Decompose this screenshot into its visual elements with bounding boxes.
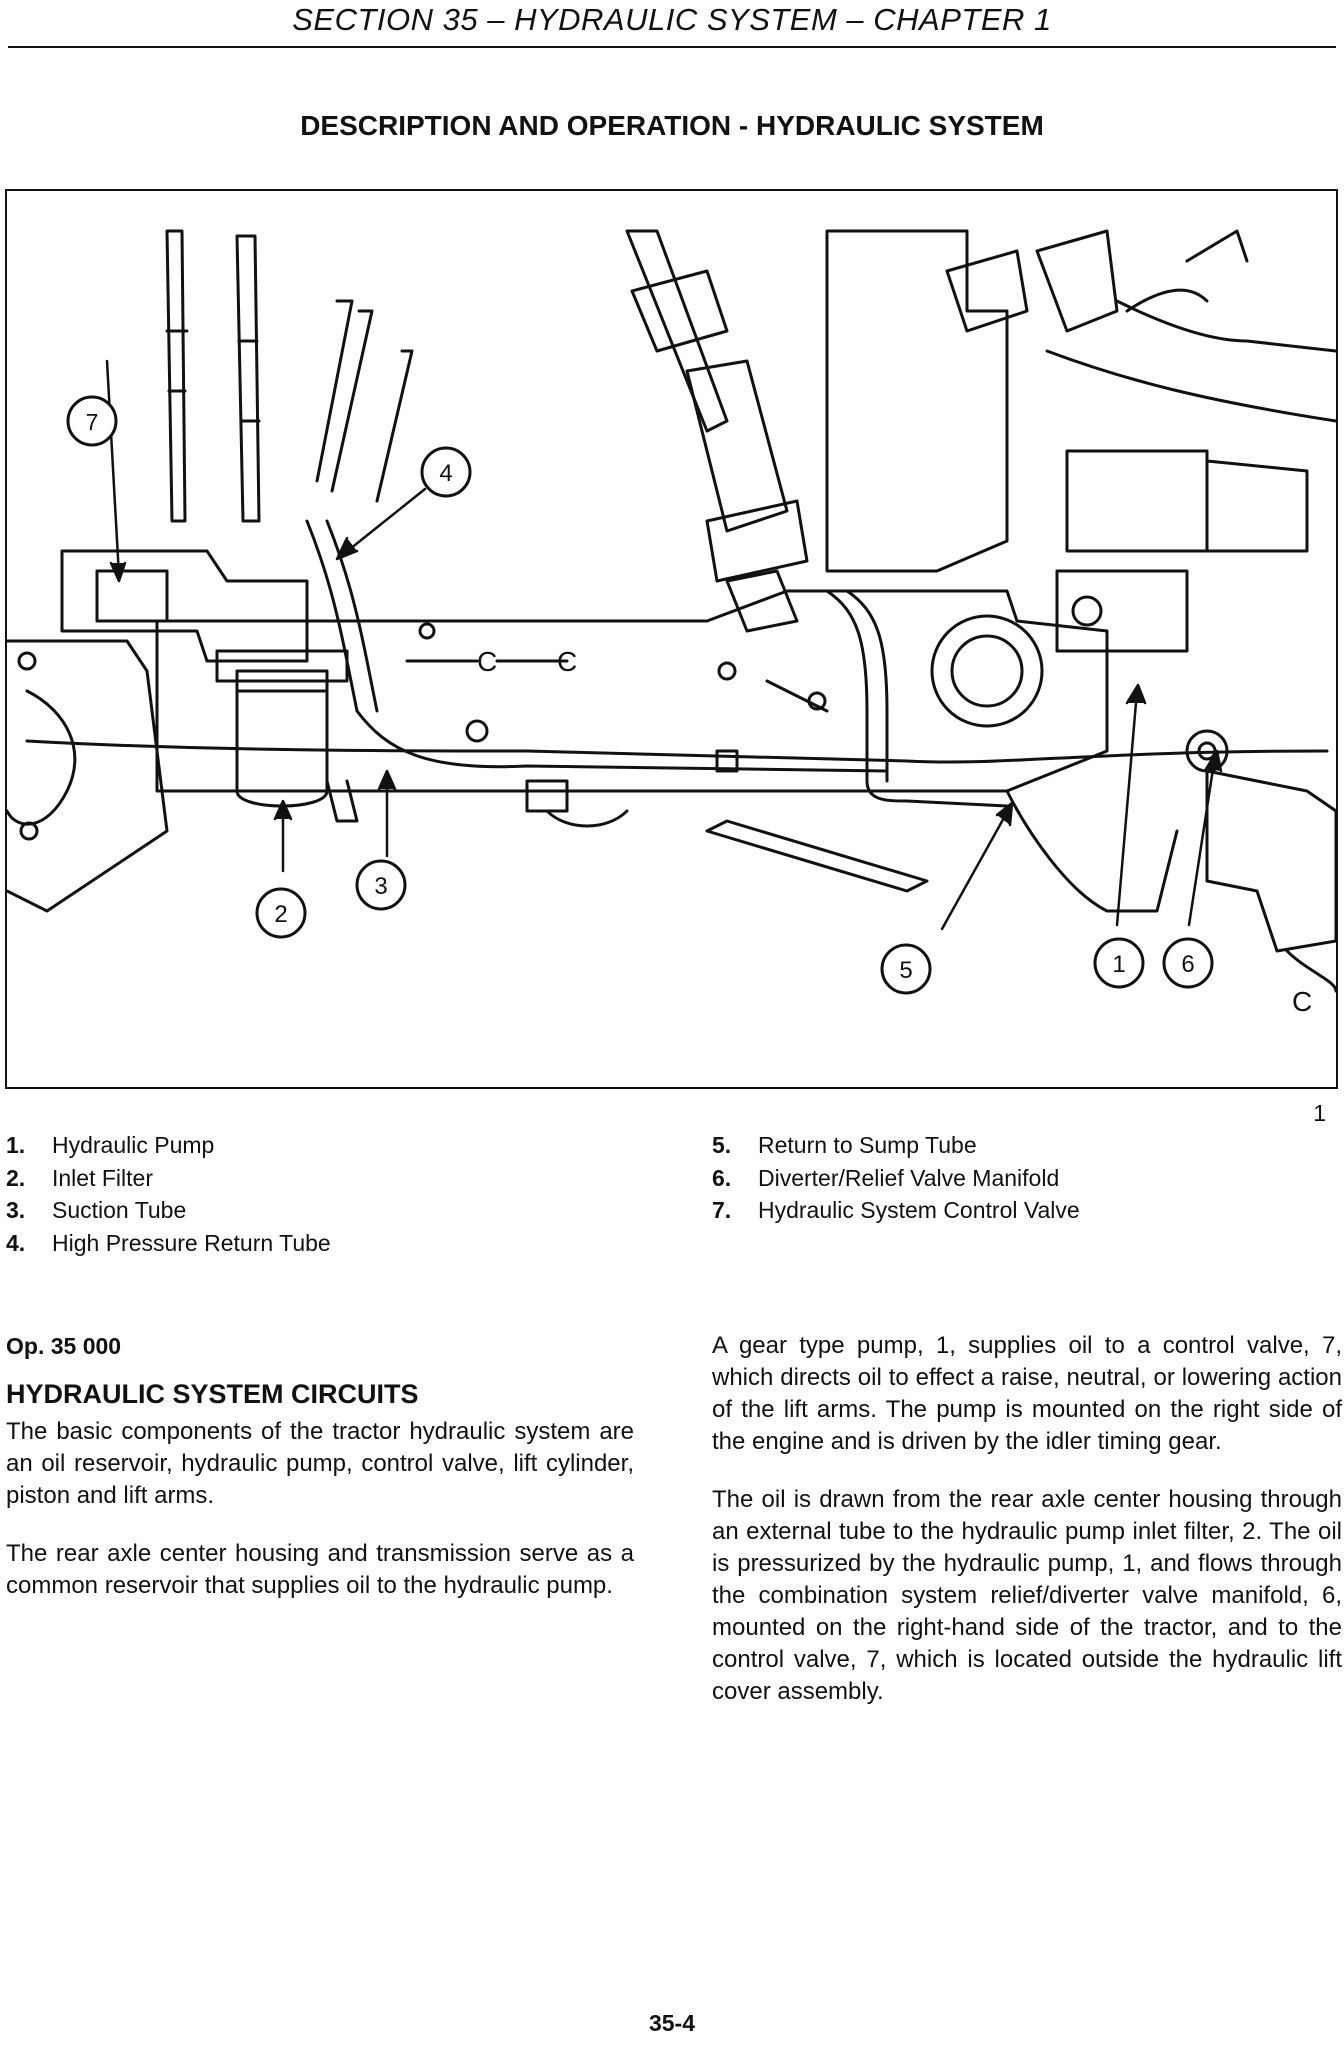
callout-6: 6 (1162, 937, 1214, 989)
legend-label: Hydraulic System Control Valve (758, 1197, 1080, 1223)
steering-assembly (625, 229, 809, 633)
legend-left: 1. Hydraulic Pump 2. Inlet Filter 3. Suctio… (6, 1129, 331, 1259)
legend-label: High Pressure Return Tube (52, 1229, 331, 1256)
section-header: SECTION 35 – HYDRAULIC SYSTEM – CHAPTER … (292, 2, 1052, 37)
transmission-housing: C C (155, 589, 1109, 793)
operation-number: Op. 35 000 (6, 1333, 122, 1359)
callout-leaders (105, 359, 1223, 931)
legend-item: 5. Return to Sump Tube (712, 1129, 1080, 1162)
legend-label: Diverter/Relief Valve Manifold (758, 1164, 1060, 1191)
legend-item: 7. Hydraulic System Control Valve (712, 1194, 1080, 1227)
legend-number: 2. (6, 1164, 26, 1191)
front-axle: C (1005, 729, 1336, 1017)
legend-number: 7. (712, 1197, 732, 1223)
legend-number: 5. (712, 1132, 732, 1158)
section-heading: HYDRAULIC SYSTEM CIRCUITS (6, 1379, 419, 1409)
legend-item: 4. High Pressure Return Tube (6, 1227, 331, 1260)
paragraph: The oil is drawn from the rear axle cent… (712, 1486, 1342, 1705)
support-leg (325, 779, 929, 893)
page-heading: DESCRIPTION AND OPERATION - HYDRAULIC SY… (300, 110, 1044, 141)
callout-5: 5 (880, 943, 932, 995)
svg-text:C: C (1292, 986, 1312, 1017)
callout-7: 7 (66, 395, 118, 447)
callout-label: 3 (374, 873, 387, 900)
left-column: Op. 35 000 HYDRAULIC SYSTEM CIRCUITS The… (6, 1330, 634, 1628)
legend-label: Hydraulic Pump (52, 1132, 215, 1158)
callout-label: 2 (274, 901, 287, 928)
legend-item: 2. Inlet Filter (6, 1162, 331, 1195)
legend-number: 1. (6, 1132, 26, 1158)
legend-number: 3. (6, 1197, 26, 1223)
page-number: 35-4 (648, 2010, 696, 2036)
callout-3: 3 (355, 859, 407, 911)
control-levers (165, 229, 414, 523)
legend-item: 6. Diverter/Relief Valve Manifold (712, 1162, 1080, 1195)
legend-label: Return to Sump Tube (758, 1132, 977, 1158)
callout-4: 4 (420, 446, 472, 498)
engine-block (825, 229, 1336, 653)
paragraph: The basic components of the tractor hydr… (6, 1418, 634, 1509)
svg-text:C: C (557, 646, 577, 677)
figure-number: 1 (1313, 1100, 1326, 1126)
legend-number: 6. (712, 1164, 732, 1191)
callout-label: 4 (439, 460, 452, 487)
callout-2: 2 (255, 887, 307, 939)
paragraph: The rear axle center housing and transmi… (6, 1540, 634, 1599)
callout-label: 5 (899, 957, 912, 984)
callout-label: 7 (86, 409, 99, 435)
hydraulic-tubes (25, 519, 1329, 828)
svg-text:C: C (477, 646, 497, 677)
paragraph: A gear type pump, 1, supplies oil to a c… (712, 1332, 1342, 1455)
legend-label: Suction Tube (52, 1197, 187, 1223)
legend-item: 3. Suction Tube (6, 1194, 331, 1227)
callout-1: 1 (1093, 937, 1145, 989)
legend-number: 4. (6, 1229, 26, 1256)
legend-item: 1. Hydraulic Pump (6, 1129, 331, 1162)
legend-right: 5. Return to Sump Tube 6. Diverter/Relief … (712, 1129, 1080, 1227)
callout-label: 6 (1181, 951, 1194, 978)
header-rule (8, 46, 1336, 48)
hydraulic-system-illustration: C C (5, 189, 1338, 1089)
right-column: A gear type pump, 1, supplies oil to a c… (712, 1330, 1342, 1734)
callout-label: 1 (1112, 951, 1125, 978)
legend-label: Inlet Filter (52, 1164, 153, 1191)
